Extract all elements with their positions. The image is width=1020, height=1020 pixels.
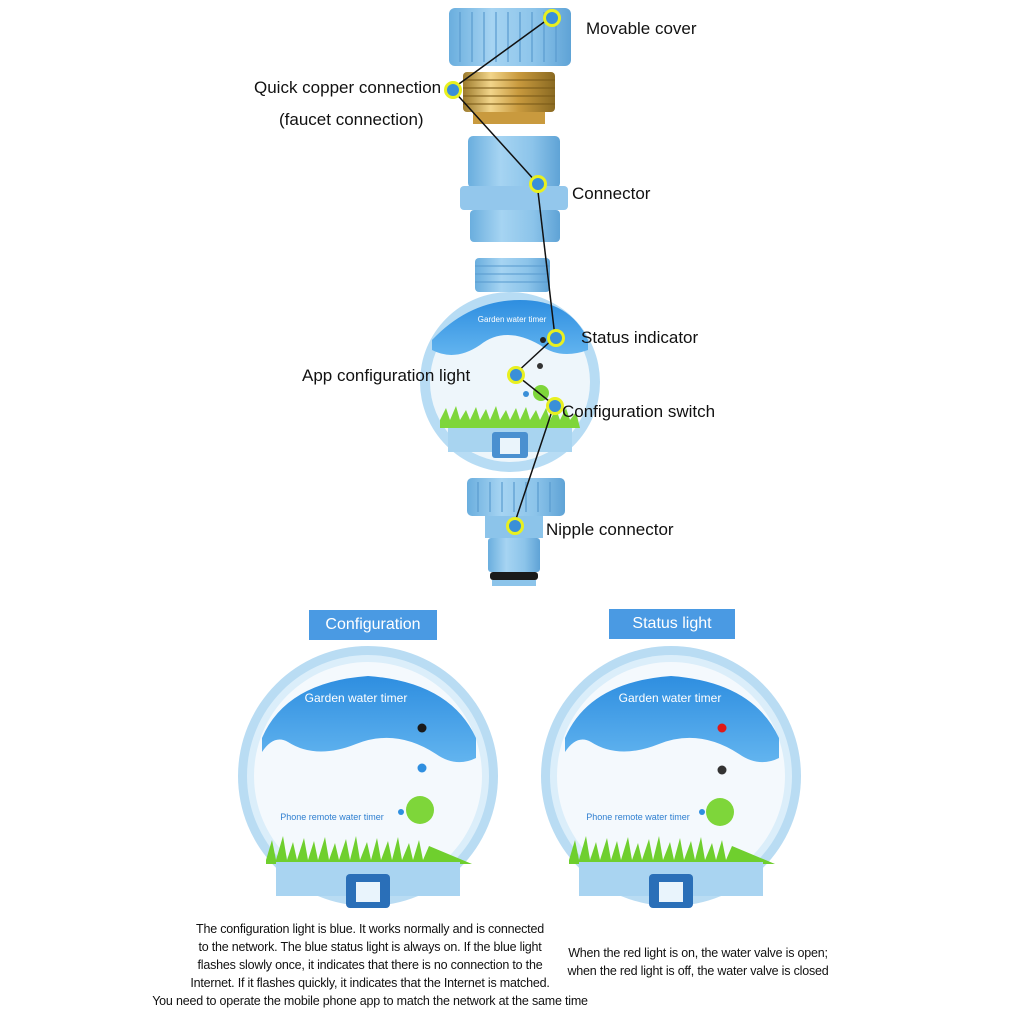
label-nipple-connector: Nipple connector xyxy=(546,520,674,539)
label-movable-cover: Movable cover xyxy=(586,19,697,38)
marker-quick-copper xyxy=(444,81,462,99)
label-connector: Connector xyxy=(572,184,651,203)
marker-app-config-light xyxy=(507,366,525,384)
config-panel-heading: Configuration light xyxy=(309,610,437,663)
marker-movable-cover xyxy=(543,9,561,27)
status-panel-heading: Status light xyxy=(609,609,735,639)
config-desc-line: to the network. The blue status light is… xyxy=(198,940,542,954)
status-desc-line: when the red light is off, the water val… xyxy=(567,964,829,978)
config-desc-line: You need to operate the mobile phone app… xyxy=(152,994,588,1008)
connector-part xyxy=(460,136,568,242)
brass-connection-part xyxy=(463,72,555,124)
exploded-diagram: Garden water timer xyxy=(420,8,600,586)
label-status-indicator: Status indicator xyxy=(581,328,699,347)
movable-cover-part xyxy=(449,8,571,66)
config-face-title: Garden water timer xyxy=(305,691,408,705)
config-desc-line: The configuration light is blue. It work… xyxy=(196,922,544,936)
marker-nipple-connector xyxy=(506,517,524,535)
label-quick-copper: Quick copper connection xyxy=(254,78,442,97)
label-faucet-connection: (faucet connection) xyxy=(279,110,424,129)
status-red-light xyxy=(717,723,727,733)
label-app-config-light: App configuration light xyxy=(302,366,471,385)
status-face-title: Garden water timer xyxy=(619,691,722,705)
status-desc-line: When the red light is on, the water valv… xyxy=(568,946,828,960)
config-face-subtitle: Phone remote water timer xyxy=(280,812,384,822)
label-config-switch: Configuration switch xyxy=(562,402,716,421)
marker-config-switch xyxy=(546,397,564,415)
config-switch-button xyxy=(406,796,434,824)
config-desc-line: flashes slowly once, it indicates that t… xyxy=(197,958,543,972)
timer-body-part: Garden water timer xyxy=(420,258,600,472)
marker-connector xyxy=(529,175,547,193)
device-face-title: Garden water timer xyxy=(478,315,547,324)
status-config-light xyxy=(717,765,727,775)
marker-status-indicator xyxy=(547,329,565,347)
status-face: Garden water timer Phone remote water ti… xyxy=(541,646,801,908)
config-face: Garden water timer Phone remote water ti… xyxy=(238,646,498,908)
config-desc-line: Internet. If it flashes quickly, it indi… xyxy=(190,976,550,990)
config-status-dot xyxy=(417,723,427,733)
config-blue-light xyxy=(417,763,427,773)
status-face-subtitle: Phone remote water timer xyxy=(586,812,690,822)
status-switch-button xyxy=(706,798,734,826)
config-description: The configuration light is blue. It work… xyxy=(140,920,600,1010)
status-description: When the red light is on, the water valv… xyxy=(548,944,848,980)
